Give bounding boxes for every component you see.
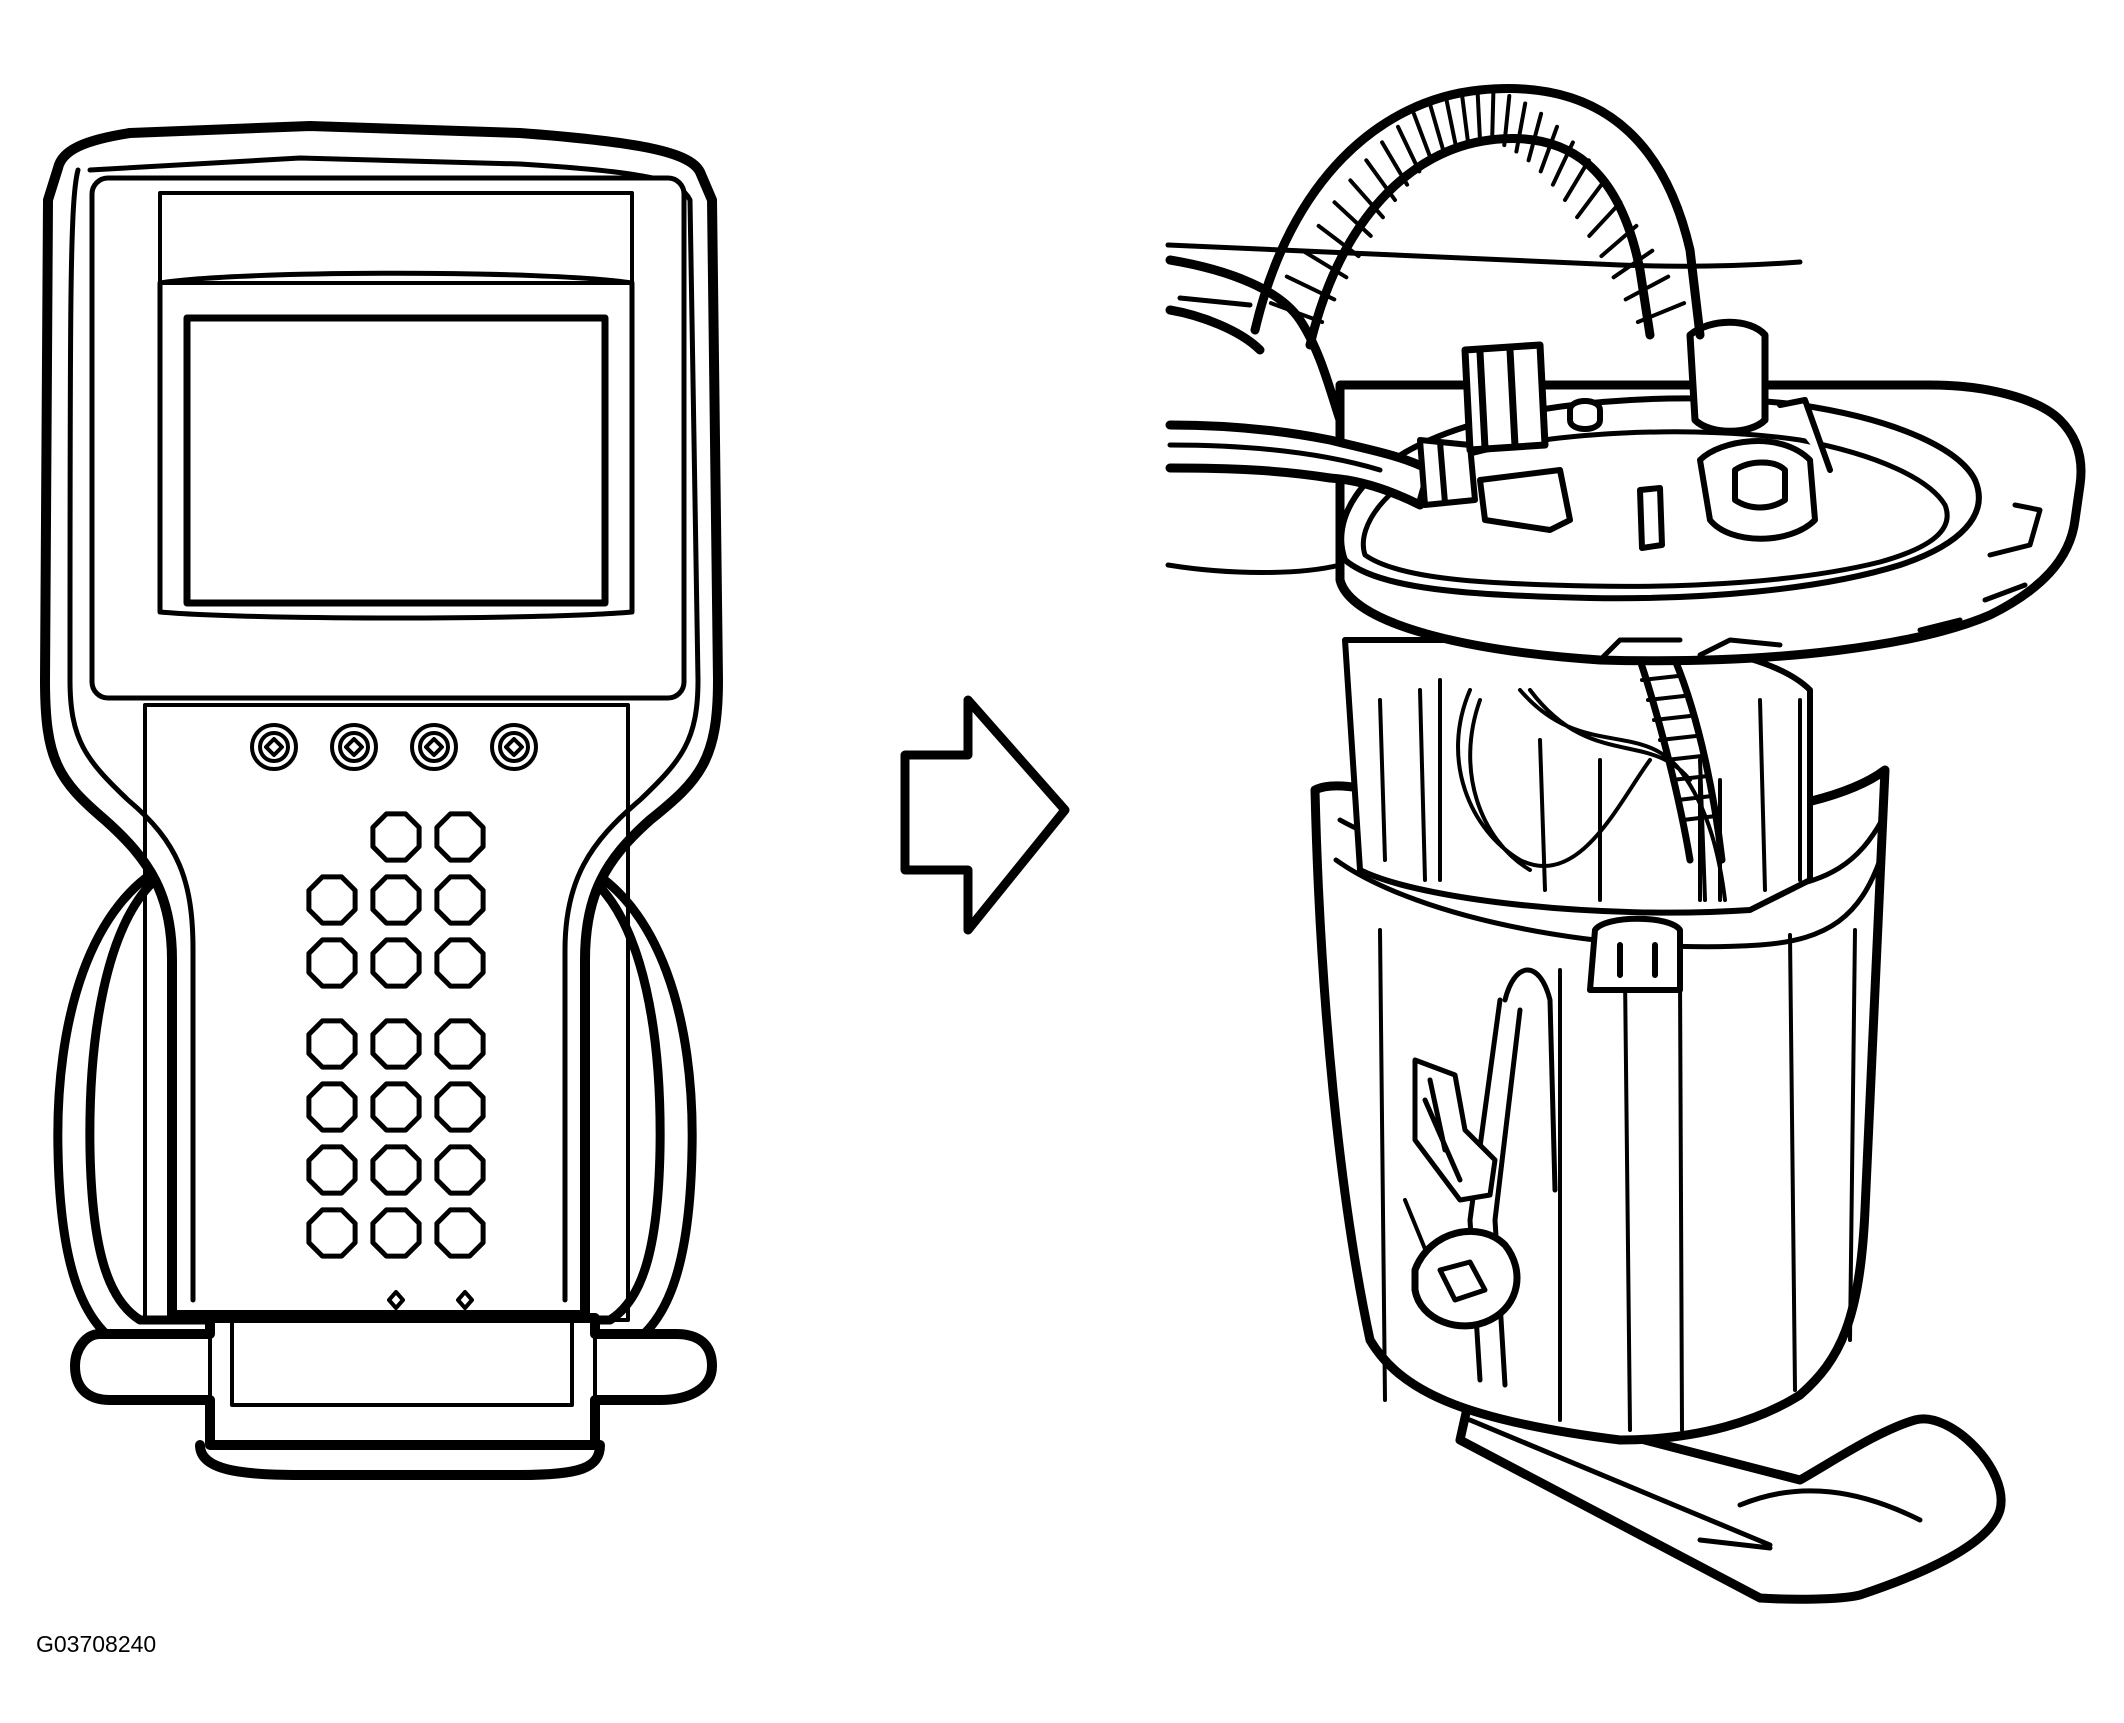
keypad-key <box>434 1207 486 1259</box>
soft-key <box>490 723 538 771</box>
right-handle-loop <box>515 857 697 1350</box>
electrical-connector <box>1461 341 1549 454</box>
reservoir-clip <box>1587 915 1683 993</box>
soft-key-row <box>250 723 538 771</box>
keypad-key <box>434 1018 486 1070</box>
line-connector <box>1417 437 1478 508</box>
keypad-key <box>434 874 486 926</box>
left-handle-loop <box>53 857 235 1350</box>
small-key-diamond <box>456 1290 474 1310</box>
soft-key <box>250 723 298 771</box>
keypad-key <box>306 1207 358 1259</box>
flange-tabs <box>1597 502 2043 663</box>
keypad-key <box>370 937 422 989</box>
fuel-pump-module-icon <box>1165 84 2086 1604</box>
soft-key <box>330 723 378 771</box>
keypad-key <box>306 1081 358 1133</box>
fuel-feed-line-inner <box>1167 442 1383 473</box>
reservoir-ribs <box>1378 928 1857 1432</box>
keypad-key <box>434 1081 486 1133</box>
bottom-bumper-inner <box>208 1316 597 1407</box>
quick-connect <box>1477 467 1573 533</box>
fuel-strainer <box>1455 1390 2006 1604</box>
vent-valve <box>1567 398 1665 551</box>
pump-body <box>1342 637 1813 916</box>
keypad-key <box>306 874 358 926</box>
keypad-key <box>306 1144 358 1196</box>
sheet-lines <box>1165 242 1803 575</box>
keypad-key <box>370 1207 422 1259</box>
screen-top-panel <box>158 191 634 285</box>
keypad <box>306 811 486 1381</box>
keypad-key <box>370 811 422 863</box>
small-key-diamond <box>387 1290 405 1310</box>
handheld-scan-tool-icon <box>40 121 723 1480</box>
bottom-bumper-rail <box>195 1440 605 1480</box>
keypad-key <box>434 1144 486 1196</box>
screen-frame <box>157 270 635 621</box>
display-screen <box>183 314 609 607</box>
screen-bezel <box>89 175 687 701</box>
level-sender-unit <box>1412 1057 1498 1203</box>
scan-tool-inner-shell <box>67 155 701 1303</box>
keypad-key <box>370 874 422 926</box>
electrical-connector-rear <box>1686 318 1769 435</box>
fuel-strainer-fold <box>1467 1417 1923 1551</box>
soft-key <box>410 723 458 771</box>
harness-clip <box>1697 397 1833 542</box>
keypad-key <box>370 1018 422 1070</box>
keypad-key <box>434 937 486 989</box>
right-arrow-icon <box>900 695 1070 935</box>
figure-id: G03708240 <box>36 1631 156 1657</box>
corrugated-hose-ribs <box>1640 674 1718 822</box>
keypad-key <box>370 1081 422 1133</box>
float <box>1411 1227 1521 1330</box>
keypad-key <box>434 811 486 863</box>
left-cable <box>1165 255 1345 425</box>
keypad-panel <box>143 703 630 1322</box>
keypad-key <box>370 1144 422 1196</box>
keypad-key <box>306 937 358 989</box>
bottom-bumper <box>70 1313 717 1450</box>
keypad-key <box>306 1018 358 1070</box>
float-inner <box>1437 1259 1488 1303</box>
